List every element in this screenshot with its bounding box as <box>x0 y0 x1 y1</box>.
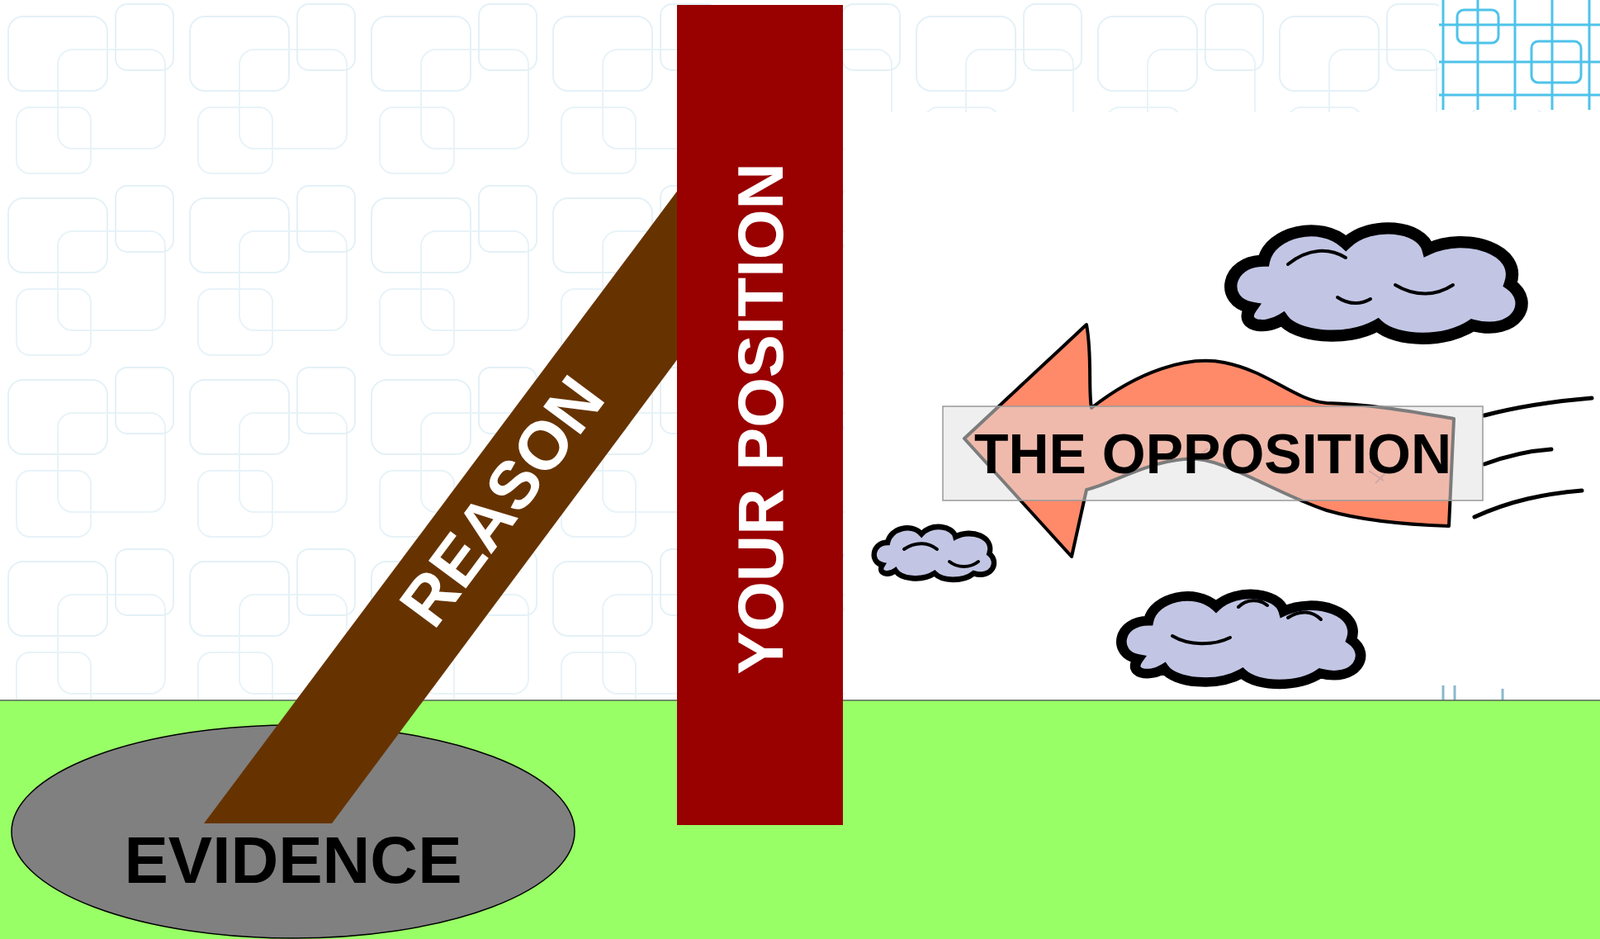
reason-band: REASON <box>203 189 679 824</box>
clouds <box>874 227 1522 684</box>
position-pillar: YOUR POSITION <box>676 4 843 825</box>
node-label: EVIDENCE <box>124 827 463 894</box>
cloud-details <box>904 250 1454 644</box>
opposition-arrow: THE OPPOSITION <box>939 321 1491 559</box>
white-panel <box>844 112 1600 701</box>
reason-band-outline <box>203 189 679 824</box>
node-label: YOUR POSITION <box>728 162 793 675</box>
corner-grid-small <box>1443 685 1503 701</box>
node-label: THE OPPOSITION <box>974 425 1452 482</box>
corner-grid <box>1439 0 1600 110</box>
node-label: REASON <box>388 364 616 638</box>
speed-lines <box>1474 397 1592 517</box>
